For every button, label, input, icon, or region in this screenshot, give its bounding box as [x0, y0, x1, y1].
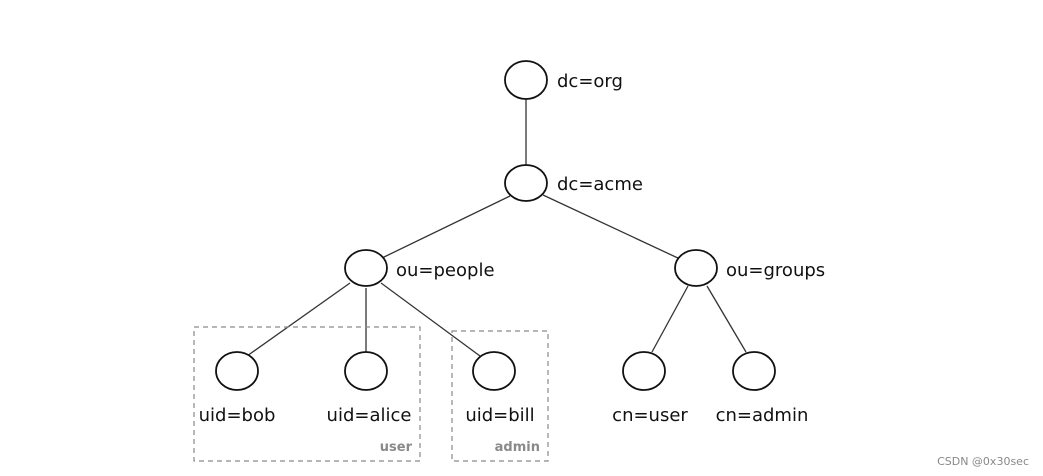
- node-ou-people-label: ou=people: [396, 260, 495, 281]
- node-ou-groups: [674, 249, 718, 287]
- edge-acme-people: [381, 195, 511, 259]
- edge-groups-cnuser: [651, 285, 689, 353]
- admin-group-label: admin: [495, 440, 540, 455]
- node-dc-acme-label: dc=acme: [557, 174, 643, 195]
- node-dc-acme: [504, 164, 548, 202]
- edge-acme-groups: [542, 194, 681, 260]
- node-uid-alice: [344, 351, 388, 391]
- node-dc-org: [504, 60, 548, 100]
- admin-group-box: [451, 330, 549, 462]
- edge-people-bill: [380, 282, 481, 357]
- node-uid-bob-label: uid=bob: [199, 405, 276, 426]
- node-dc-org-label: dc=org: [557, 71, 623, 92]
- node-cn-admin: [732, 351, 776, 391]
- node-uid-bob: [215, 351, 259, 391]
- node-uid-bill: [472, 351, 516, 391]
- edge-people-bob: [246, 282, 351, 357]
- user-group-box: [193, 326, 421, 462]
- user-group-label: user: [380, 440, 413, 455]
- edge-groups-cnadmin: [706, 285, 747, 353]
- node-uid-alice-label: uid=alice: [327, 405, 412, 426]
- node-ou-groups-label: ou=groups: [726, 260, 825, 281]
- node-cn-user: [622, 351, 666, 391]
- watermark-text: CSDN @0x30sec: [937, 455, 1029, 468]
- node-cn-user-label: cn=user: [612, 405, 688, 426]
- node-uid-bill-label: uid=bill: [465, 405, 534, 426]
- node-ou-people: [344, 249, 388, 287]
- node-cn-admin-label: cn=admin: [716, 405, 809, 426]
